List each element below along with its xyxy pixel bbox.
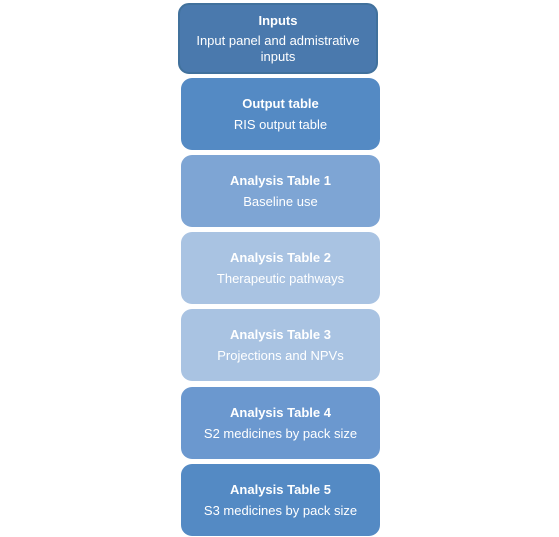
box-title: Analysis Table 2 bbox=[230, 249, 331, 265]
box-title: Analysis Table 4 bbox=[230, 404, 331, 420]
analysis-table-4-box: Analysis Table 4 S2 medicines by pack si… bbox=[181, 387, 380, 459]
analysis-table-3-box: Analysis Table 3 Projections and NPVs bbox=[181, 309, 380, 381]
output-table-box: Output table RIS output table bbox=[181, 78, 380, 150]
box-title: Analysis Table 3 bbox=[230, 326, 331, 342]
analysis-table-1-box: Analysis Table 1 Baseline use bbox=[181, 155, 380, 227]
analysis-table-5-box: Analysis Table 5 S3 medicines by pack si… bbox=[181, 464, 380, 536]
box-subtitle: Projections and NPVs bbox=[217, 347, 344, 363]
box-title: Analysis Table 5 bbox=[230, 481, 331, 497]
box-subtitle: RIS output table bbox=[233, 116, 328, 132]
box-subtitle: Input panel and admistrative inputs bbox=[196, 32, 360, 64]
box-subtitle: Baseline use bbox=[243, 193, 318, 209]
analysis-table-2-box: Analysis Table 2 Therapeutic pathways bbox=[181, 232, 380, 304]
inputs-box: Inputs Input panel and admistrative inpu… bbox=[178, 3, 378, 74]
box-subtitle: Therapeutic pathways bbox=[216, 270, 345, 286]
box-title: Output table bbox=[242, 95, 319, 111]
box-subtitle: S2 medicines by pack size bbox=[203, 425, 358, 441]
box-subtitle: S3 medicines by pack size bbox=[203, 502, 358, 518]
box-title: Inputs bbox=[258, 12, 298, 28]
box-title: Analysis Table 1 bbox=[230, 172, 331, 188]
